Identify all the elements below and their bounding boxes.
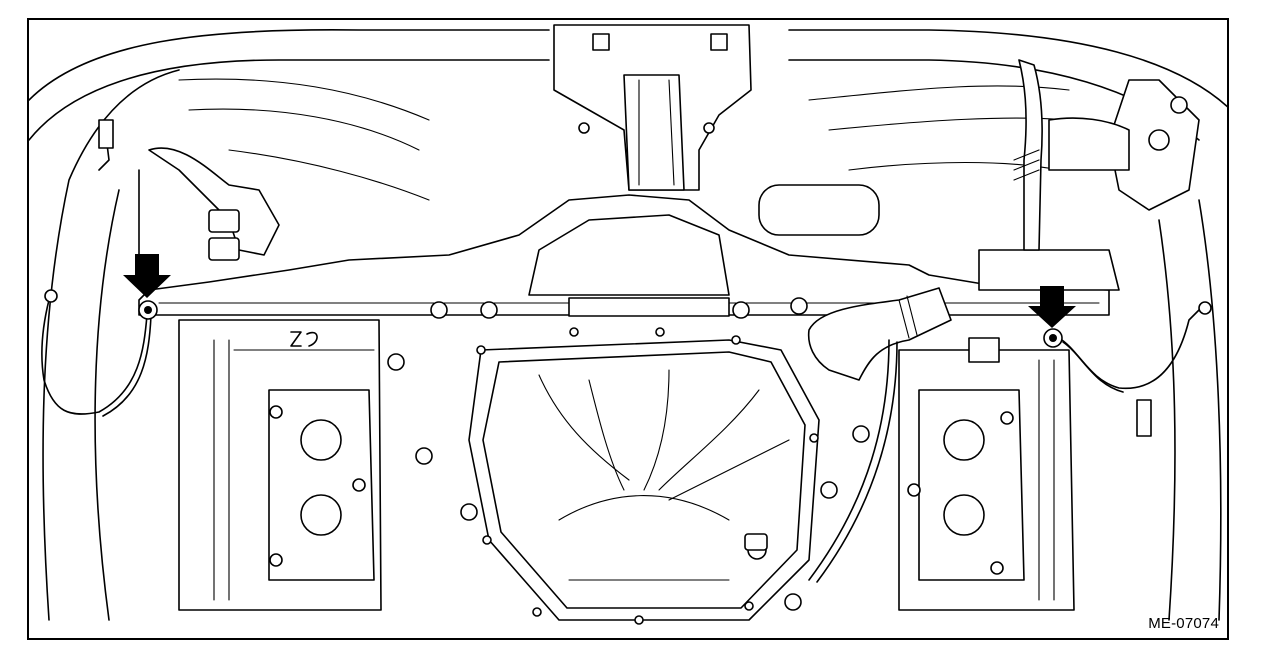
diagram-frame: ME-07074: [27, 18, 1229, 640]
figure-id-label: ME-07074: [1148, 615, 1219, 632]
left-cylinder-head: [178, 319, 382, 611]
left-harness-and-sensors: [98, 119, 280, 281]
engine-mount: [553, 24, 752, 191]
front-crossmember: [138, 184, 1120, 317]
arrow-down-icon: [123, 254, 171, 298]
right-cylinder-head: [898, 337, 1075, 611]
center-bolts: [387, 297, 870, 611]
arrow-down-icon: [1028, 286, 1076, 328]
engine-underside-drawing: [29, 24, 1227, 625]
coolant-hose: [807, 287, 952, 583]
right-harness-and-sensors: [1013, 59, 1200, 251]
right-ground-wire: [1043, 301, 1212, 437]
oil-pan: [468, 327, 820, 625]
left-ground-wire: [41, 289, 158, 417]
